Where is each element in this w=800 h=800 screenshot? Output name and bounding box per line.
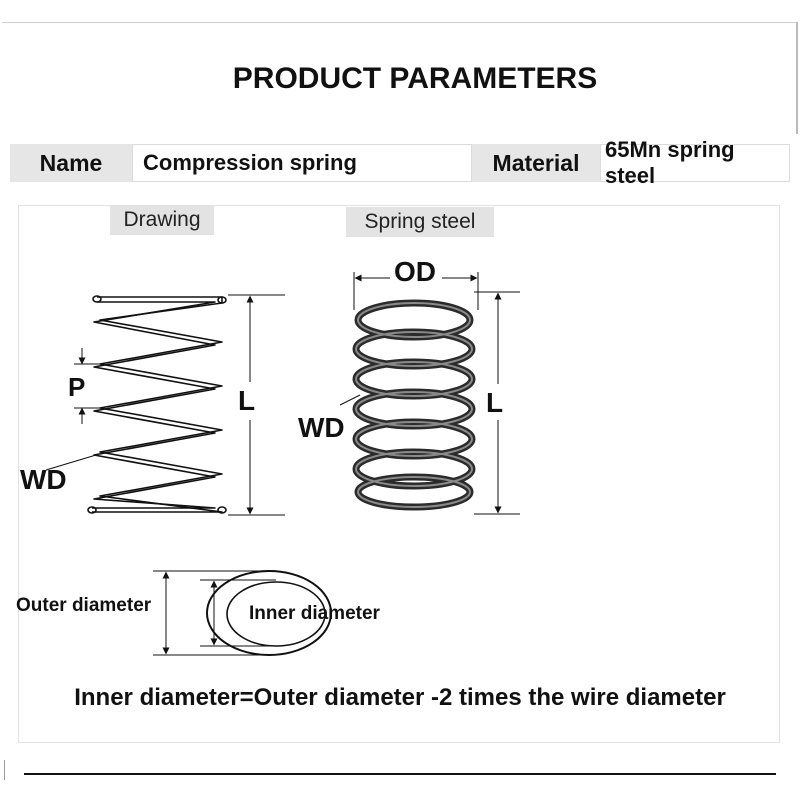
frame-right-line xyxy=(796,22,798,134)
spring-photo xyxy=(352,299,476,511)
name-label: Name xyxy=(39,149,103,176)
length-label-drawing: L xyxy=(238,385,256,416)
bottom-rule xyxy=(24,773,776,775)
pitch-dimension xyxy=(74,348,100,424)
diagram-panel xyxy=(18,205,780,743)
ring-dimensions xyxy=(153,570,276,656)
drawing-tag: Drawing xyxy=(110,205,214,235)
wire-diameter-label-photo: WD xyxy=(298,412,345,443)
pitch-label: P xyxy=(68,372,86,402)
length-dimension-photo xyxy=(474,291,520,515)
wd-leader-photo xyxy=(339,394,361,406)
parameters-row: Name Compression spring Material 65Mn sp… xyxy=(10,137,790,188)
name-value: Compression spring xyxy=(132,144,472,182)
material-label: Material xyxy=(492,149,580,176)
frame-left-tick xyxy=(4,760,5,780)
od-dimension xyxy=(353,272,479,310)
diameter-formula: Inner diameter=Outer diameter -2 times t… xyxy=(74,684,726,711)
spring-steel-tag: Spring steel xyxy=(346,207,494,237)
outer-diameter-label-photo: OD xyxy=(394,256,436,287)
wd-leader-drawing xyxy=(45,454,97,471)
length-dimension-drawing xyxy=(228,294,285,516)
wire-diameter-label-drawing: WD xyxy=(20,464,67,495)
spring-drawing xyxy=(87,295,227,514)
outer-diameter-label: Outer diameter xyxy=(16,595,152,616)
page-title: PRODUCT PARAMETERS xyxy=(232,62,598,95)
inner-diameter-label: Inner diameter xyxy=(249,603,380,624)
length-label-photo: L xyxy=(486,387,504,418)
frame-top-line xyxy=(2,22,798,23)
